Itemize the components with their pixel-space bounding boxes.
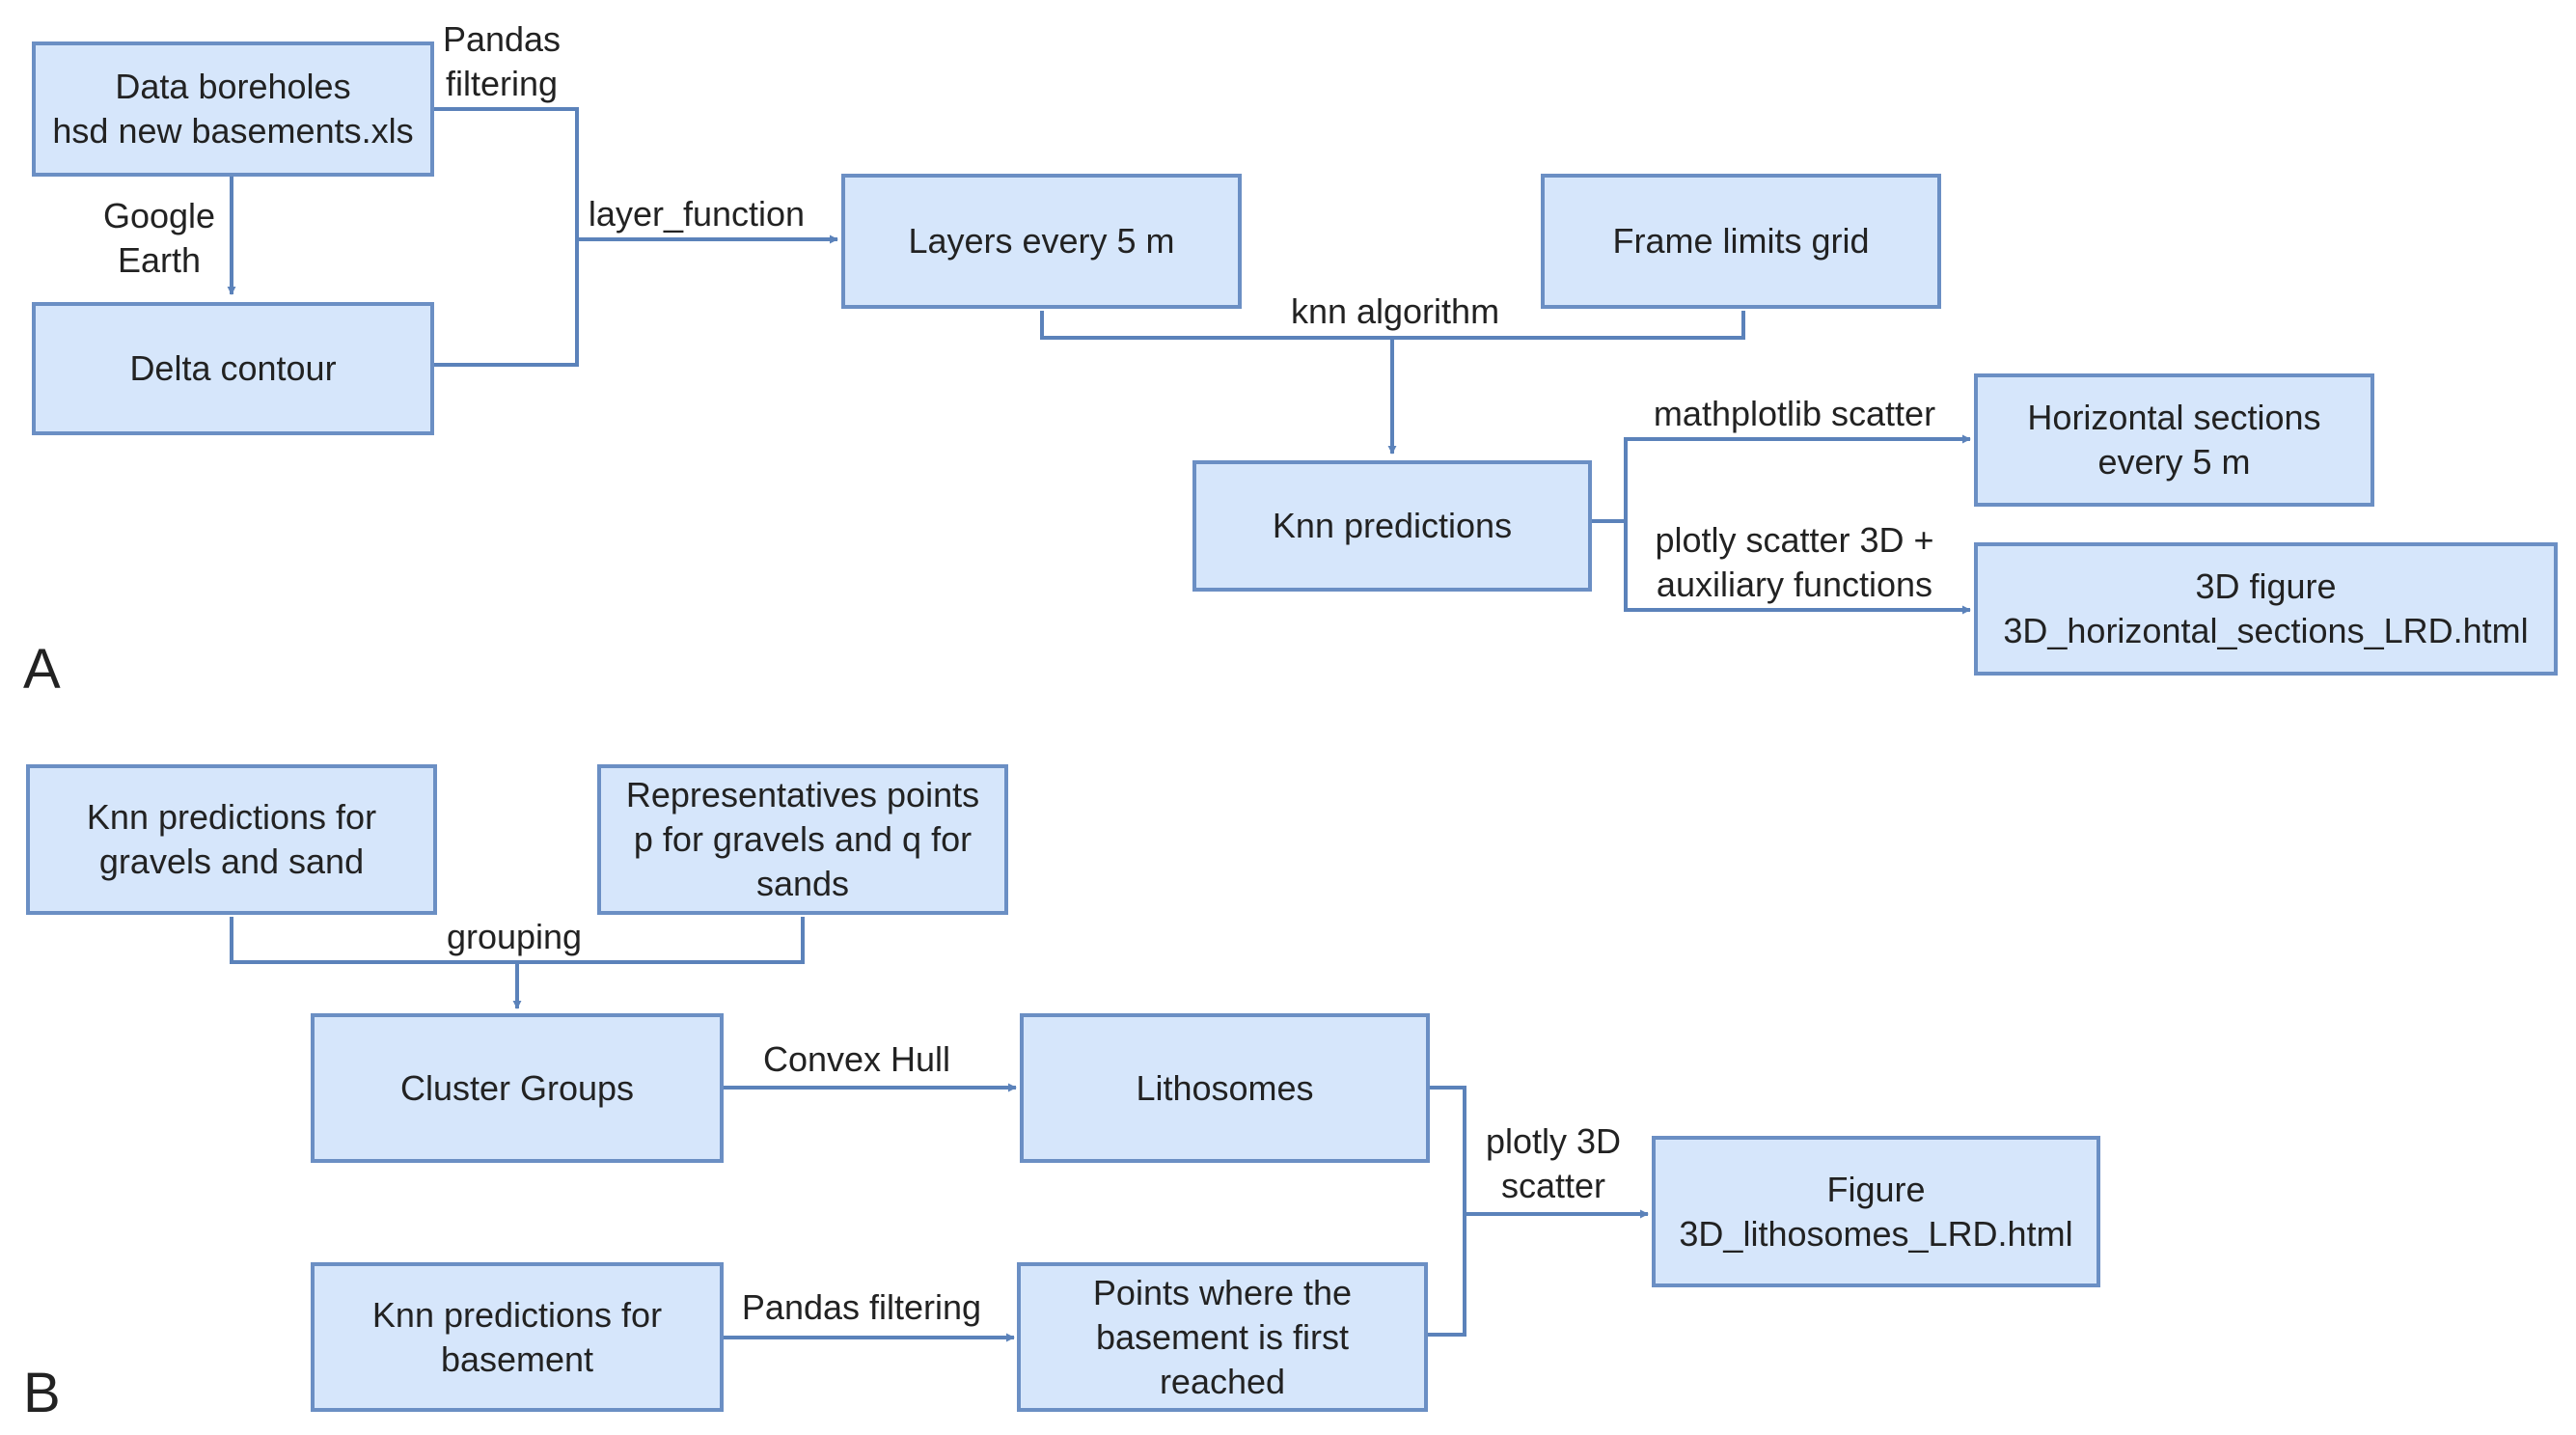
text-line: Knn predictions bbox=[1272, 506, 1513, 545]
text-line: 3D_horizontal_sections_LRD.html bbox=[2003, 611, 2529, 650]
box-knn-predictions: Knn predictions bbox=[1192, 460, 1592, 592]
text-line: Delta contour bbox=[129, 348, 337, 388]
label-plotly-3d-scatter: plotly 3D scatter bbox=[1486, 1119, 1621, 1208]
text-line: 3D_lithosomes_LRD.html bbox=[1679, 1213, 2073, 1254]
label-plotly-scatter-3d: plotly scatter 3D + auxiliary functions bbox=[1655, 518, 1933, 607]
text-line: basement is first bbox=[1095, 1316, 1350, 1357]
connector-plotly-scatter-3d bbox=[1624, 521, 1971, 615]
text-line: Points where the bbox=[1092, 1272, 1353, 1312]
text-line: Layers every 5 m bbox=[908, 221, 1175, 261]
text-line: basement bbox=[440, 1338, 594, 1379]
text-line: Frame limits grid bbox=[1612, 221, 1870, 261]
text-line: auxiliary functions bbox=[1656, 565, 1933, 604]
text-line: sands bbox=[755, 864, 850, 903]
text-line: knn algorithm bbox=[1290, 291, 1500, 331]
text-line: gravels and sand bbox=[98, 842, 365, 881]
text-line: filtering bbox=[445, 64, 559, 103]
text-line: Cluster Groups bbox=[399, 1067, 635, 1108]
text-line: Convex Hull bbox=[762, 1039, 951, 1079]
text-line: hsd new basements.xls bbox=[52, 111, 414, 151]
text-line: reached bbox=[1159, 1361, 1286, 1401]
text-line: plotly 3D bbox=[1485, 1121, 1622, 1161]
connector-delta-contour-merge bbox=[434, 239, 579, 367]
text-line: mathplotlib scatter bbox=[1653, 394, 1936, 433]
label-knn-algorithm: knn algorithm bbox=[1291, 290, 1499, 334]
text-line: Lithosomes bbox=[1136, 1067, 1314, 1108]
box-cluster-groups: Cluster Groups bbox=[311, 1013, 724, 1163]
text-line: Pandas filtering bbox=[741, 1287, 982, 1327]
box-horizontal-sections: Horizontal sections every 5 m bbox=[1974, 373, 2374, 507]
text-line: p for gravels and q for bbox=[633, 819, 973, 859]
panel-label-b: B bbox=[23, 1362, 61, 1424]
text-line: Figure bbox=[1826, 1169, 1926, 1209]
text-line: Representatives points bbox=[625, 775, 980, 814]
label-layer-function: layer_function bbox=[589, 192, 805, 236]
text-line: every 5 m bbox=[2097, 442, 2251, 482]
box-lithosomes: Lithosomes bbox=[1020, 1013, 1430, 1163]
label-pandas-filtering-a: Pandas filtering bbox=[443, 17, 561, 106]
box-representatives-points: Representatives points p for gravels and … bbox=[597, 764, 1008, 915]
box-delta-contour: Delta contour bbox=[32, 302, 434, 435]
label-mathplotlib-scatter: mathplotlib scatter bbox=[1654, 392, 1935, 436]
text-line: Knn predictions for bbox=[371, 1294, 663, 1335]
text-line: Earth bbox=[117, 240, 202, 280]
label-pandas-filtering-b: Pandas filtering bbox=[742, 1285, 981, 1330]
box-knn-gravels-sand: Knn predictions for gravels and sand bbox=[26, 764, 437, 915]
text-line: scatter bbox=[1500, 1166, 1606, 1205]
panel-label-a: A bbox=[23, 638, 61, 701]
label-grouping: grouping bbox=[447, 915, 582, 959]
text-line: Horizontal sections bbox=[2027, 398, 2321, 437]
box-layers-every-5m: Layers every 5 m bbox=[841, 174, 1242, 309]
connector-lithosomes-merge bbox=[1428, 1086, 1466, 1337]
text-line: Knn predictions for bbox=[86, 797, 377, 837]
text-line: layer_function bbox=[588, 194, 806, 234]
connector-boreholes-to-layers bbox=[434, 107, 838, 244]
text-line: 3D figure bbox=[2195, 566, 2337, 606]
box-3d-figure: 3D figure 3D_horizontal_sections_LRD.html bbox=[1974, 542, 2558, 676]
box-frame-limits-grid: Frame limits grid bbox=[1541, 174, 1941, 309]
text-line: Pandas bbox=[442, 19, 562, 59]
label-convex-hull: Convex Hull bbox=[763, 1037, 950, 1082]
text-line: plotly scatter 3D + bbox=[1655, 520, 1934, 560]
text-line: grouping bbox=[446, 917, 583, 956]
text-line: Data boreholes bbox=[115, 67, 351, 106]
text-line: Google bbox=[102, 196, 216, 235]
box-data-boreholes: Data boreholes hsd new basements.xls bbox=[32, 41, 434, 177]
